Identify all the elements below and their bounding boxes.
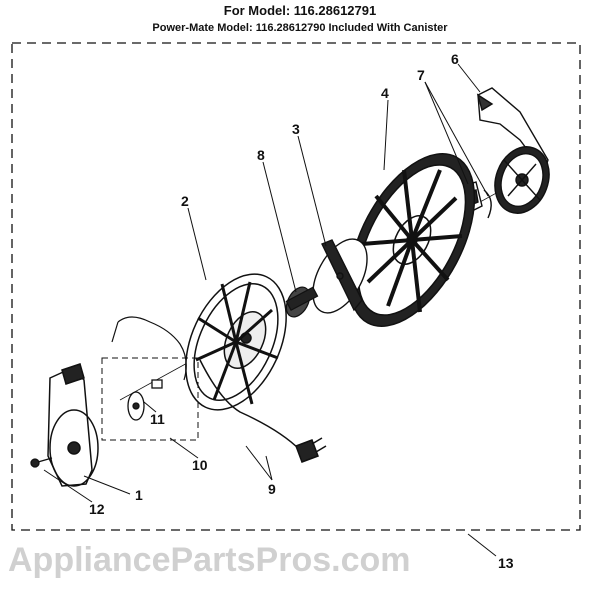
model-title: For Model: 116.28612791	[223, 3, 377, 18]
part-11-contact	[127, 379, 163, 421]
part-9-power-cord	[199, 359, 327, 463]
part-4-reel-wheel	[348, 152, 476, 328]
leader-lines	[43, 63, 497, 557]
callout-7: 7	[417, 67, 425, 83]
powermate-subtitle: Power-Mate Model: 116.28612790 Included …	[152, 22, 448, 34]
callout-3: 3	[292, 121, 300, 137]
callout-13: 13	[498, 555, 514, 571]
callout-6: 6	[451, 51, 459, 67]
part-10-group-box	[101, 357, 199, 441]
part-8-gear	[285, 286, 319, 318]
part-3-disk	[312, 238, 368, 314]
part-wiring-harness	[111, 316, 187, 381]
callout-1: 1	[135, 487, 143, 503]
part-12-screw	[30, 457, 53, 468]
assembly-frame	[11, 42, 581, 531]
callout-12: 12	[89, 501, 105, 517]
callout-2: 2	[181, 193, 189, 209]
part-1-housing	[47, 363, 99, 487]
part-small-reel	[494, 146, 550, 214]
callout-10: 10	[192, 457, 208, 473]
callout-4: 4	[381, 85, 389, 101]
watermark: AppliancePartsPros.com	[8, 541, 411, 579]
part-2-reel-plate	[185, 273, 287, 411]
callout-9: 9	[268, 481, 276, 497]
callout-8: 8	[257, 147, 265, 163]
callout-11: 11	[150, 411, 165, 427]
